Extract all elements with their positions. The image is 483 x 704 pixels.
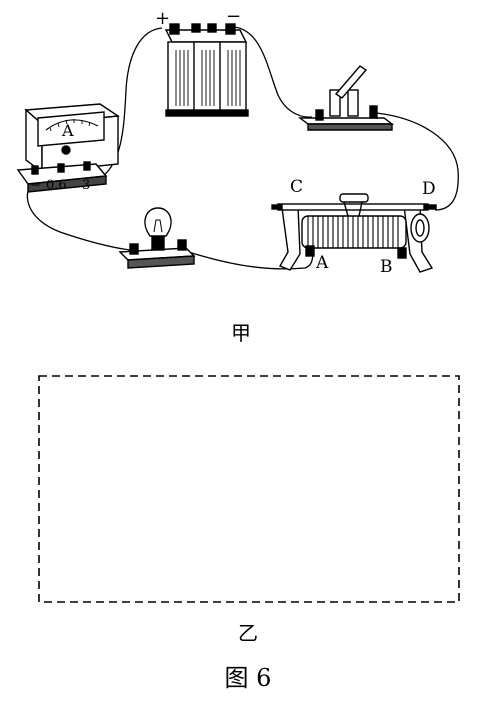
switch [297,65,395,131]
drawing-box [38,375,460,603]
ammeter [16,103,121,193]
ammeter-terminal-negative: − [30,178,41,193]
caption-bottom: 乙 [238,621,258,645]
ammeter-terminal-0-6: 0.6 [46,178,67,193]
rheostat [271,193,437,273]
wire-switch-rheostat [375,112,459,211]
battery [164,23,249,117]
wire-lamp-rheostat [181,245,314,270]
rheostat-terminal-b: B [380,257,393,277]
rheostat-terminal-a: A [315,253,329,273]
battery-minus-label: − [226,6,241,27]
figure-caption: 图 6 [225,664,272,692]
rheostat-terminal-d: D [422,179,436,199]
rheostat-terminal-c: C [290,177,303,197]
lamp [118,207,196,269]
wire-ammeter-lamp [26,179,131,251]
battery-plus-label: + [155,8,170,29]
ammeter-symbol: A [61,121,74,140]
caption-top: 甲 [231,321,251,345]
wire-battery-switch [233,26,313,118]
ammeter-terminal-3: 3 [82,178,90,193]
